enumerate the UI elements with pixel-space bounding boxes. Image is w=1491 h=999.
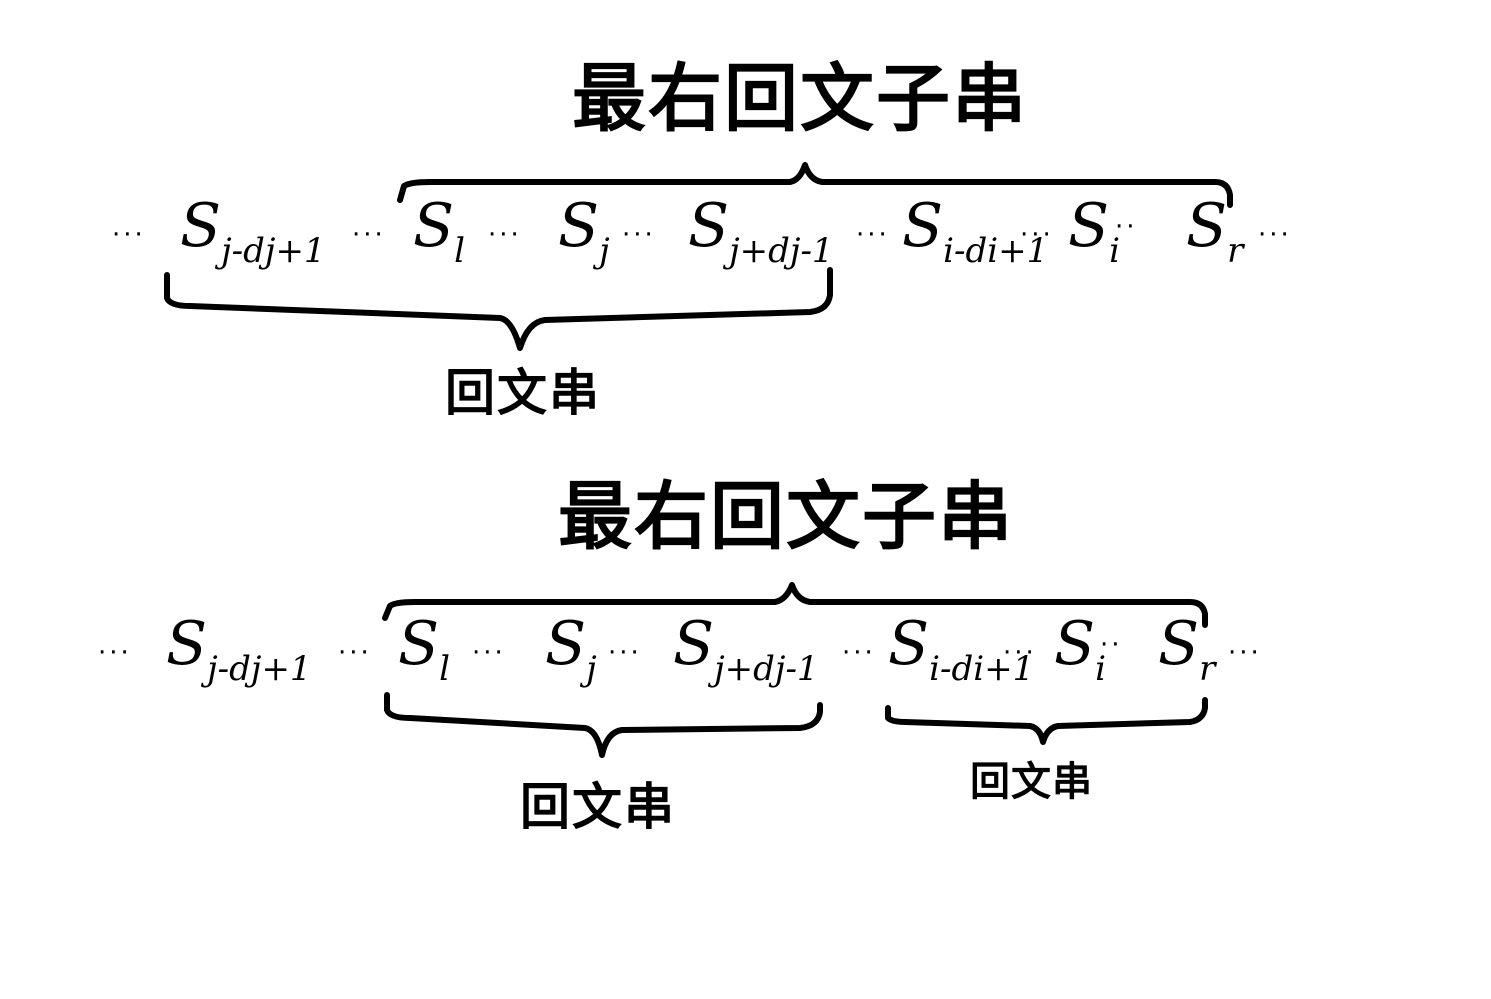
ellipsis: ··· (1003, 638, 1037, 668)
term-s-j-plus-dj-minus-1: Sj+dj-1 (673, 609, 819, 689)
ellipsis: ··· (488, 220, 522, 250)
ellipsis: ·· (1115, 212, 1138, 242)
ellipsis: ··· (112, 220, 146, 250)
bottom-label-1: 回文串 (445, 364, 601, 422)
bottom-label-2b: 回文串 (970, 759, 1093, 805)
term-s-i-minus-di-plus-1: Si-di+1 (902, 191, 1049, 271)
bottom-brace-2a (384, 692, 823, 758)
bottom-brace-2b (885, 697, 1208, 745)
ellipsis: ··· (622, 220, 656, 250)
term-s-j-minus-dj-plus-1: Sj-dj+1 (180, 191, 326, 271)
ellipsis: ··· (1020, 220, 1054, 250)
bottom-label-2a: 回文串 (520, 778, 676, 836)
top-brace-1 (397, 162, 1233, 208)
bottom-brace-1 (164, 267, 833, 351)
term-s-l: Sl (398, 609, 450, 689)
top-brace-2 (382, 582, 1208, 628)
term-s-r: Sr (1158, 609, 1216, 689)
ellipsis: ··· (856, 220, 890, 250)
ellipsis: ·· (1100, 630, 1123, 660)
ellipsis: ··· (1228, 638, 1262, 668)
ellipsis: ··· (1258, 220, 1292, 250)
ellipsis: ··· (472, 638, 506, 668)
ellipsis: ··· (98, 638, 132, 668)
term-s-i: Si (1068, 191, 1120, 271)
term-s-j-plus-dj-minus-1: Sj+dj-1 (688, 191, 834, 271)
term-s-l: Sl (413, 191, 465, 271)
top-label-2: 最右回文子串 (558, 474, 1014, 560)
term-s-i-minus-di-plus-1: Si-di+1 (888, 609, 1035, 689)
term-s-j-minus-dj-plus-1: Sj-dj+1 (166, 609, 312, 689)
ellipsis: ··· (842, 638, 876, 668)
term-s-i: Si (1054, 609, 1106, 689)
term-s-j: Sj (545, 609, 597, 689)
term-s-j: Sj (558, 191, 610, 271)
ellipsis: ··· (338, 638, 372, 668)
ellipsis: ··· (352, 220, 386, 250)
ellipsis: ··· (608, 638, 642, 668)
term-s-r: Sr (1186, 191, 1244, 271)
top-label-1: 最右回文子串 (572, 56, 1028, 142)
